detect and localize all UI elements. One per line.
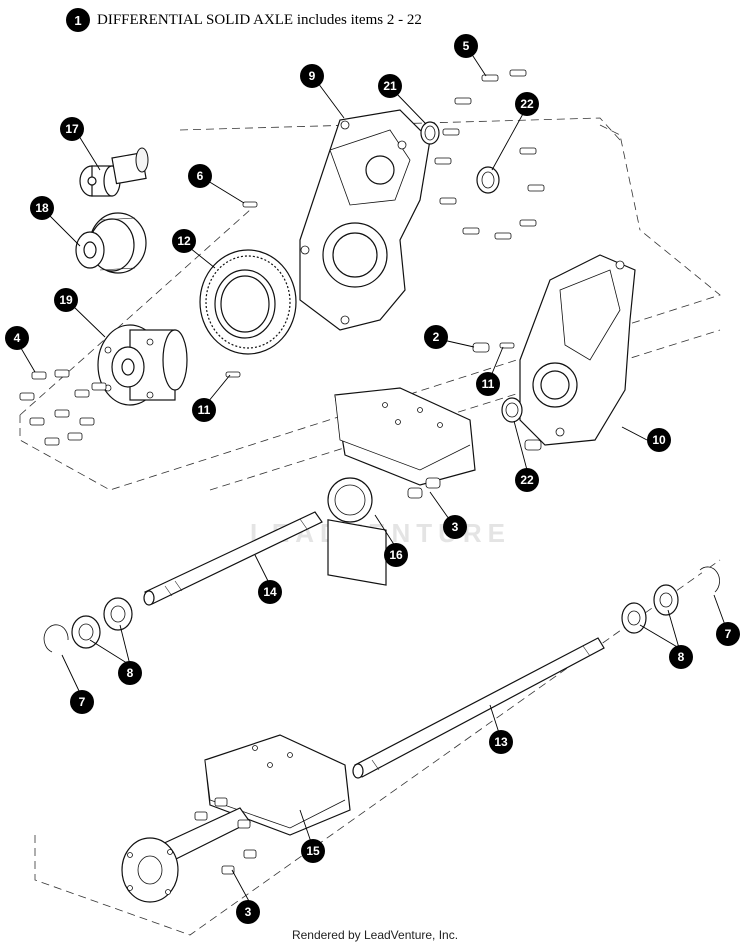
part-15-axle-tube-lower[interactable]	[121, 734, 351, 903]
part-10-housing-right[interactable]	[519, 254, 636, 446]
callout-22-lower[interactable]: 22	[515, 468, 539, 492]
callout-5[interactable]: 5	[454, 34, 478, 58]
svg-text:9: 9	[309, 69, 316, 83]
part-8-bearings-left[interactable]	[71, 597, 133, 649]
part-5-bolts[interactable]	[434, 69, 545, 240]
part-13-axle-shaft-long[interactable]	[352, 637, 605, 779]
callout-13[interactable]: 13	[489, 730, 513, 754]
callout-8-left[interactable]: 8	[118, 661, 142, 685]
part-18-gear[interactable]	[75, 212, 147, 274]
callout-3-upper[interactable]: 3	[443, 515, 467, 539]
svg-text:17: 17	[65, 122, 79, 136]
svg-text:6: 6	[197, 169, 204, 183]
callout-markers: 5 9 21 22 17 6 18 12 19 4 2 11 11 10 22 …	[5, 34, 740, 924]
svg-text:3: 3	[245, 905, 252, 919]
callout-15[interactable]: 15	[301, 839, 325, 863]
svg-text:11: 11	[482, 377, 495, 391]
part-22-seal-upper[interactable]	[476, 166, 500, 194]
callout-11-right[interactable]: 11	[476, 372, 500, 396]
callout-14[interactable]: 14	[258, 580, 282, 604]
part-10-cap[interactable]	[524, 439, 542, 451]
part-2-bolt[interactable]	[472, 342, 490, 353]
svg-text:19: 19	[59, 293, 73, 307]
svg-text:5: 5	[463, 39, 470, 53]
part-7-clip-left[interactable]	[43, 624, 69, 653]
svg-text:14: 14	[263, 585, 277, 599]
callout-8-right[interactable]: 8	[669, 645, 693, 669]
callout-3-lower[interactable]: 3	[236, 900, 260, 924]
svg-text:12: 12	[177, 234, 191, 248]
footer-credit: Rendered by LeadVenture, Inc.	[291, 928, 459, 942]
callout-19[interactable]: 19	[54, 288, 78, 312]
part-11-pin-lower[interactable]	[225, 371, 241, 378]
assembly-boundaries	[19, 117, 721, 936]
svg-text:4: 4	[14, 331, 21, 345]
svg-text:11: 11	[198, 403, 211, 417]
part-7-clip-right[interactable]	[699, 566, 720, 593]
callout-22-upper[interactable]: 22	[515, 92, 539, 116]
svg-text:3: 3	[452, 520, 459, 534]
svg-text:21: 21	[383, 79, 397, 93]
callout-4[interactable]: 4	[5, 326, 29, 350]
svg-text:22: 22	[520, 473, 534, 487]
part-4-bolts[interactable]	[19, 369, 107, 446]
title-item-badge: 1	[66, 8, 90, 32]
part-16-axle-bracket-upper[interactable]	[327, 387, 476, 586]
svg-text:18: 18	[35, 201, 49, 215]
callout-6[interactable]: 6	[188, 164, 212, 188]
part-3-studs-lower[interactable]	[194, 797, 257, 875]
svg-text:13: 13	[494, 735, 508, 749]
callout-16[interactable]: 16	[384, 543, 408, 567]
callout-17[interactable]: 17	[60, 117, 84, 141]
part-12-ring-gear[interactable]	[199, 249, 297, 355]
svg-text:22: 22	[520, 97, 534, 111]
callout-21[interactable]: 21	[378, 74, 402, 98]
part-3-nuts-upper[interactable]	[407, 477, 441, 499]
svg-text:7: 7	[79, 695, 86, 709]
part-21-seal[interactable]	[420, 121, 440, 145]
callout-10[interactable]: 10	[647, 428, 671, 452]
part-22-seal-lower[interactable]	[501, 397, 523, 423]
callout-9[interactable]: 9	[300, 64, 324, 88]
part-9-housing-left[interactable]	[299, 109, 431, 331]
callout-12[interactable]: 12	[172, 229, 196, 253]
part-8-bearings-right[interactable]	[621, 584, 679, 634]
callout-2[interactable]: 2	[424, 325, 448, 349]
callout-7-left[interactable]: 7	[70, 690, 94, 714]
part-11-pin-right[interactable]	[499, 342, 515, 349]
callout-18[interactable]: 18	[30, 196, 54, 220]
leader-lines	[17, 52, 726, 904]
callout-11-left[interactable]: 11	[192, 398, 216, 422]
svg-text:2: 2	[433, 330, 440, 344]
svg-text:16: 16	[389, 548, 403, 562]
part-6-pin[interactable]	[242, 201, 258, 208]
svg-text:7: 7	[725, 627, 732, 641]
part-17-pinion-shaft[interactable]	[79, 147, 149, 197]
svg-text:15: 15	[306, 844, 320, 858]
part-19-diff-carrier[interactable]	[97, 324, 188, 406]
callout-7-right[interactable]: 7	[716, 622, 740, 646]
svg-text:8: 8	[678, 650, 685, 664]
svg-text:8: 8	[127, 666, 134, 680]
part-14-axle-shaft[interactable]	[143, 511, 323, 606]
svg-text:10: 10	[652, 433, 666, 447]
diagram-title: DIFFERENTIAL SOLID AXLE includes items 2…	[97, 12, 422, 28]
